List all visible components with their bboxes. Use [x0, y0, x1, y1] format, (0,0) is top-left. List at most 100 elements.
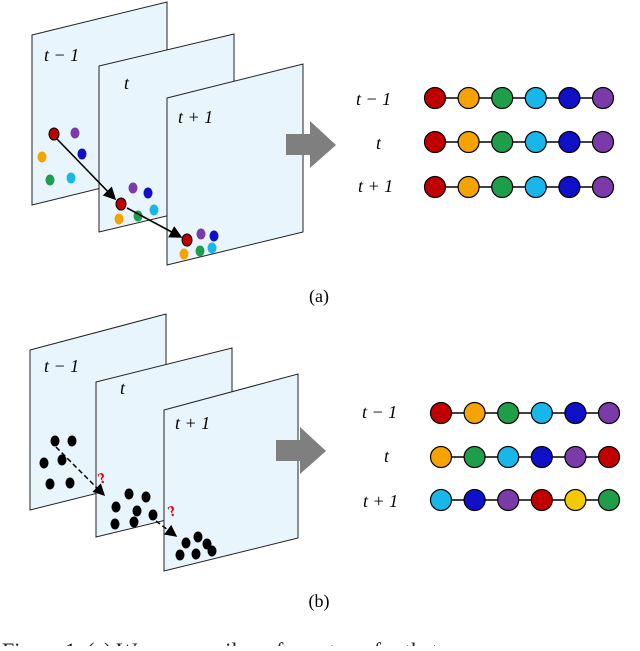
- chain-node: [564, 488, 587, 512]
- chain-node: [530, 401, 553, 425]
- dot: [141, 491, 151, 503]
- chain-node: [491, 86, 514, 110]
- dot: [124, 488, 134, 500]
- chain-node: [463, 445, 486, 469]
- chain-node: [558, 130, 581, 154]
- dot: [195, 245, 205, 257]
- dot: [57, 454, 67, 466]
- chain-node: [558, 86, 581, 110]
- figure-caption-partial: Figure 1. (a) We necessarily ... for ...…: [2, 638, 438, 646]
- chain-node: [463, 488, 486, 512]
- chain-node: [497, 401, 520, 425]
- dot: [70, 127, 80, 139]
- dot: [207, 545, 217, 557]
- dot: [110, 518, 120, 530]
- dot: [143, 187, 153, 199]
- dot: [148, 509, 158, 521]
- dot: [207, 242, 217, 254]
- gray-arrow-icon: [276, 427, 326, 474]
- chain-node: [524, 130, 547, 154]
- chain-node: [591, 130, 615, 154]
- row-a-3-label: t + 1: [358, 176, 393, 196]
- uncertain-track-arrow-1: [55, 446, 106, 497]
- chain-node: [463, 401, 486, 425]
- caption-a: (a): [309, 286, 329, 307]
- frame-b-2-dots: [110, 488, 158, 530]
- dot: [149, 204, 159, 216]
- chain-node: [597, 445, 621, 469]
- row-b-3-label: t + 1: [363, 491, 398, 511]
- chain-node: [530, 445, 553, 469]
- gray-arrow-icon: [286, 121, 336, 168]
- dot: [111, 501, 121, 513]
- dot: [50, 435, 60, 447]
- frame-a-1-dots: [37, 127, 87, 186]
- chain-node: [591, 175, 615, 199]
- dot: [45, 174, 55, 186]
- dot: [129, 516, 139, 528]
- chain-node: [558, 175, 581, 199]
- chain-node: [497, 445, 520, 469]
- frame-a-2-label: t: [124, 73, 130, 93]
- dot: [132, 505, 142, 517]
- chains-b: [429, 401, 621, 512]
- chain-node: [457, 175, 480, 199]
- frame-b-3-label: t + 1: [175, 413, 210, 433]
- row-b-2-label: t: [384, 446, 390, 466]
- chain-node: [491, 175, 514, 199]
- dot: [37, 151, 47, 163]
- panel-b: t − 1 t t + 1: [29, 313, 621, 612]
- dot: [209, 230, 219, 242]
- panel-a: t − 1 t t + 1: [31, 1, 615, 307]
- row-a-1-label: t − 1: [356, 89, 391, 109]
- chain-node: [429, 445, 453, 469]
- frame-a-3-dots: [179, 228, 219, 260]
- chain-node: [423, 175, 447, 199]
- chain-node: [429, 488, 453, 512]
- frame-a-2-dots: [114, 182, 159, 225]
- frame-b-1-label: t − 1: [44, 356, 79, 376]
- chain-node: [497, 488, 520, 512]
- chain-node: [429, 401, 453, 425]
- frame-b-1-dots: [39, 435, 77, 490]
- dot: [67, 435, 77, 447]
- dot: [66, 172, 76, 184]
- track-arrow-1: [56, 138, 117, 201]
- frame-a-3-label: t + 1: [178, 107, 213, 127]
- row-b-1-label: t − 1: [362, 402, 397, 422]
- dot: [191, 548, 201, 560]
- chain-node: [524, 175, 547, 199]
- frame-b-2-label: t: [120, 378, 126, 398]
- chain-node: [591, 86, 615, 110]
- dot: [48, 127, 60, 141]
- dot: [181, 537, 191, 549]
- dot: [39, 457, 49, 469]
- dot: [128, 182, 138, 194]
- dot: [77, 148, 87, 160]
- dot: [114, 213, 124, 225]
- dot: [193, 531, 203, 543]
- uncertain-track-arrow-2: [155, 520, 178, 537]
- chain-node: [564, 445, 587, 469]
- dot: [179, 248, 189, 260]
- chain-node: [457, 130, 480, 154]
- track-arrow-2: [126, 207, 183, 238]
- dot: [175, 549, 185, 561]
- caption-b: (b): [309, 591, 330, 612]
- chain-node: [491, 130, 514, 154]
- chain-node: [457, 86, 480, 110]
- dot: [65, 477, 75, 489]
- chain-node: [423, 86, 447, 110]
- dot: [196, 228, 206, 240]
- chain-node: [597, 401, 621, 425]
- chains-a: [423, 86, 615, 199]
- dot: [181, 233, 193, 247]
- dot: [45, 478, 55, 490]
- frame-a-3: [166, 63, 304, 266]
- chain-node: [524, 86, 547, 110]
- frame-b-3: [163, 373, 299, 572]
- row-a-2-label: t: [376, 133, 382, 153]
- frame-b-3-dots: [175, 531, 217, 561]
